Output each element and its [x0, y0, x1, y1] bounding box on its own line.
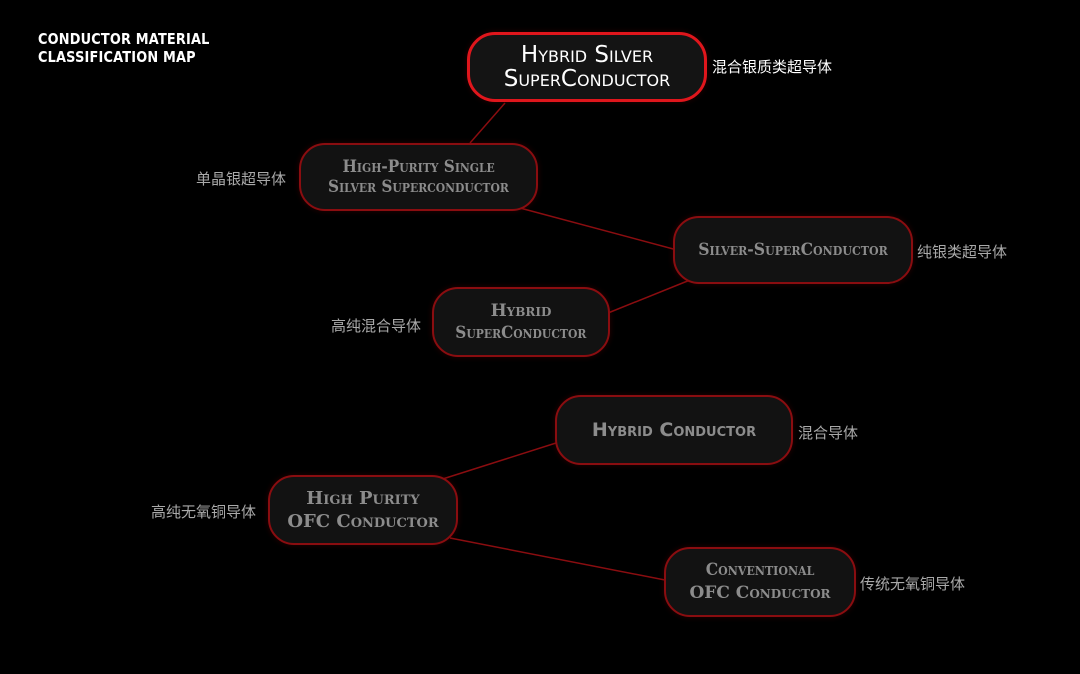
page-title: Conductor Material Classification Map [38, 30, 244, 66]
node-silver-superconductor-line-1: Silver-SuperConductor [698, 240, 888, 260]
connector-single-silver-to-silver-superconductor [519, 207, 678, 251]
connector-hybrid-silver-to-single-silver [469, 102, 506, 144]
node-high-purity-ofc-line-1: High Purity [306, 488, 420, 509]
node-high-purity-single-silver-superconductor: High-Purity Single Silver Superconductor [299, 143, 538, 211]
node-silver-superconductor: Silver-SuperConductor [673, 216, 913, 284]
node-conventional-ofc-line-1: Conventional [705, 560, 815, 580]
node-high-purity-ofc-conductor: High Purity OFC Conductor [268, 475, 458, 545]
page-title-line-2: Classification Map [38, 48, 196, 66]
node-hybrid-superconductor-line-1: Hybrid [490, 301, 552, 321]
label-cn-hybrid-superconductor: 高纯混合导体 [331, 317, 422, 335]
node-hybrid-silver-line-2: SuperConductor [503, 66, 671, 92]
node-hybrid-silver-line-1: Hybrid Silver [520, 42, 654, 68]
label-cn-high-purity-ofc: 高纯无氧铜导体 [151, 503, 257, 521]
connector-high-purity-ofc-to-hybrid-conductor [429, 442, 557, 484]
node-high-purity-ofc-line-2: OFC Conductor [287, 511, 439, 532]
label-cn-hybrid-conductor: 混合导体 [798, 424, 859, 442]
node-hybrid-conductor-line-1: Hybrid Conductor [591, 419, 757, 441]
node-conventional-ofc-line-2: OFC Conductor [689, 583, 831, 603]
node-single-silver-line-1: High-Purity Single [342, 157, 495, 177]
page-title-line-1: Conductor Material [38, 30, 210, 48]
node-conventional-ofc-conductor: Conventional OFC Conductor [664, 547, 856, 617]
connector-silver-superconductor-to-hybrid-superconductor [607, 279, 691, 314]
node-hybrid-superconductor-line-2: SuperConductor [455, 323, 587, 343]
node-hybrid-conductor: Hybrid Conductor [555, 395, 793, 465]
label-cn-single-silver: 单晶银超导体 [196, 170, 287, 188]
label-cn-hybrid-silver: 混合银质类超导体 [712, 58, 833, 76]
node-hybrid-superconductor: Hybrid SuperConductor [432, 287, 610, 357]
label-cn-conventional-ofc: 传统无氧铜导体 [860, 575, 966, 593]
node-single-silver-line-2: Silver Superconductor [328, 177, 509, 197]
label-cn-silver-superconductor: 纯银类超导体 [917, 243, 1008, 261]
connector-high-purity-ofc-to-conventional-ofc [449, 537, 666, 581]
node-hybrid-silver-superconductor: Hybrid Silver SuperConductor [467, 32, 707, 102]
